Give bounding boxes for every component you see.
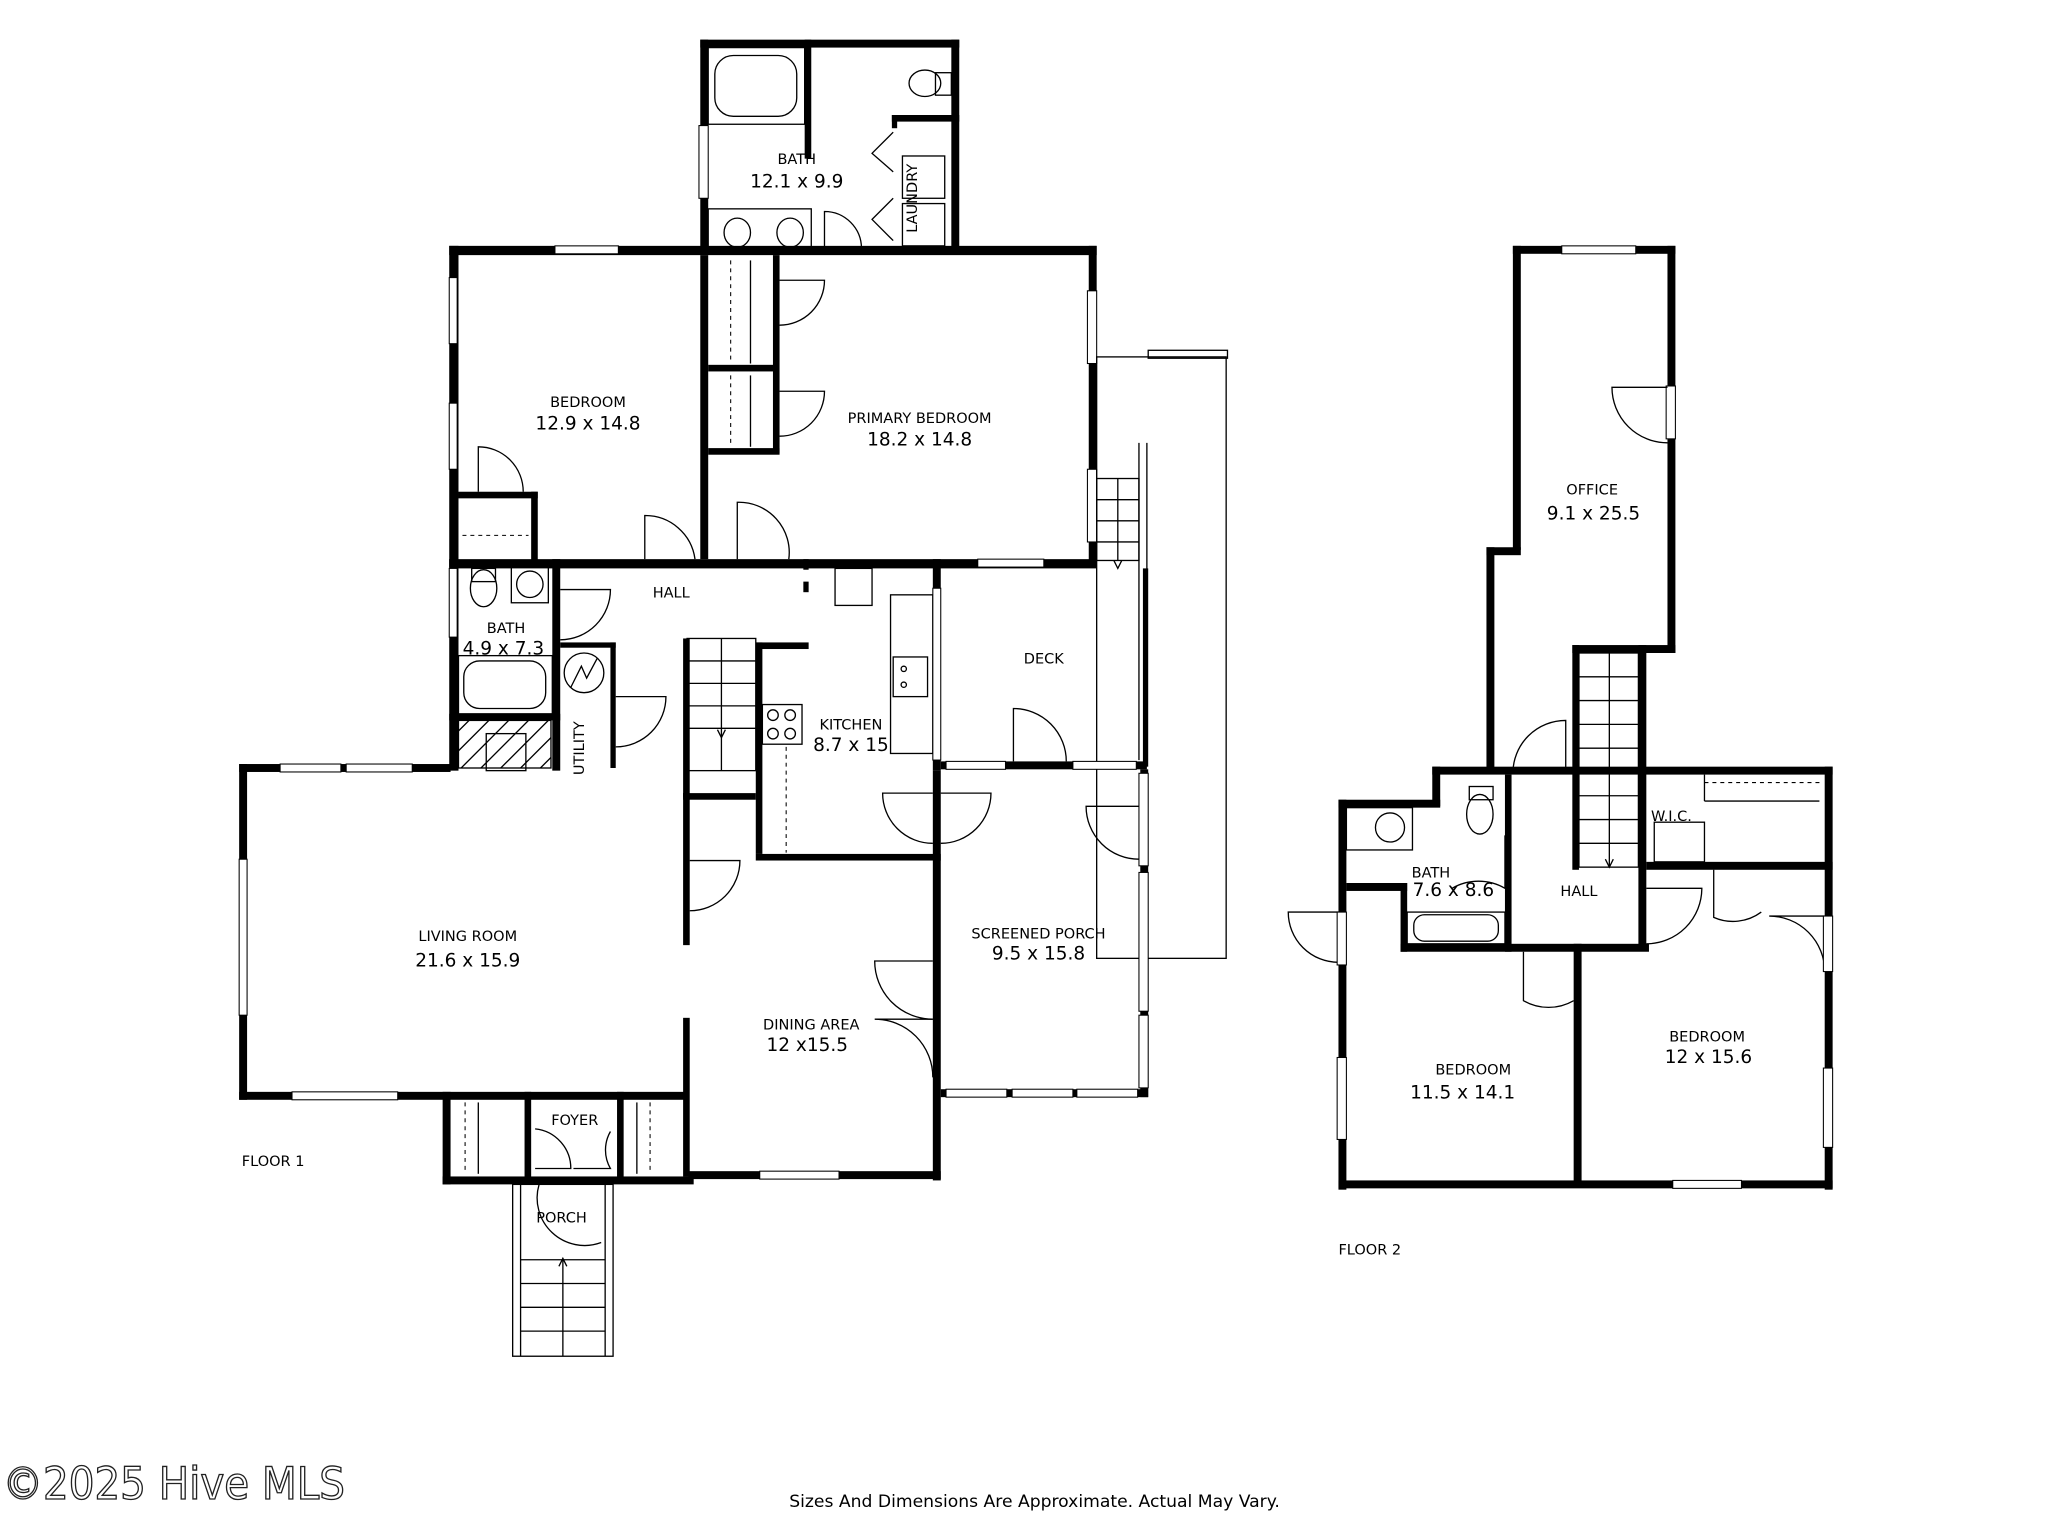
room-name-bedroom: BEDROOM — [550, 395, 626, 411]
room-name-primary-bedroom: PRIMARY BEDROOM — [848, 411, 992, 427]
floor-1-plan: BATH 12.1 x 9.9 LAUNDRY — [238, 39, 1229, 1357]
room-name-living-room: LIVING ROOM — [418, 929, 517, 945]
deck-exterior — [1096, 349, 1229, 960]
middle-row: HALL BATH 4.9 x 7.3 UTILITY KITCHEN 8.7 … — [448, 559, 1149, 854]
room-dims-office: 9.1 x 25.5 — [1547, 503, 1640, 524]
room-dims-dining-area: 12 x15.5 — [767, 1035, 849, 1056]
room-dims-primary-bedroom: 18.2 x 14.8 — [867, 429, 972, 450]
room-name-bath-primary: BATH — [777, 152, 816, 168]
room-dims-bath-f2: 7.6 x 8.6 — [1413, 880, 1495, 901]
room-name-bedroom-right: BEDROOM — [1669, 1030, 1745, 1046]
room-dims-bedroom-right: 12 x 15.6 — [1665, 1047, 1752, 1068]
room-dims-kitchen: 8.7 x 15 — [813, 735, 889, 756]
room-name-utility: UTILITY — [572, 721, 588, 775]
floor-2-plan: OFFICE 9.1 x 25.5 — [1287, 245, 1834, 1258]
room-name-bath-f2: BATH — [1412, 866, 1451, 882]
room-name-wic: W.I.C. — [1651, 809, 1692, 825]
room-name-hall-f2: HALL — [1560, 884, 1598, 900]
room-name-bedroom-left: BEDROOM — [1435, 1063, 1511, 1079]
room-name-kitchen: KITCHEN — [819, 718, 882, 734]
room-dims-screened-porch: 9.5 x 15.8 — [992, 944, 1085, 965]
room-name-laundry: LAUNDRY — [905, 164, 921, 233]
bedrooms-band: BEDROOM 12.9 x 14.8 PRIMARY BEDROOM 18.2… — [448, 245, 1098, 569]
room-dims-bedroom-left: 11.5 x 14.1 — [1410, 1082, 1515, 1103]
room-name-screened-porch: SCREENED PORCH — [971, 927, 1105, 943]
disclaimer-text: Sizes And Dimensions Are Approximate. Ac… — [789, 1492, 1280, 1512]
room-name-foyer: FOYER — [551, 1113, 598, 1129]
room-dims-bedroom: 12.9 x 14.8 — [535, 414, 640, 435]
room-dims-living-room: 21.6 x 15.9 — [415, 950, 520, 971]
room-name-hall: HALL — [653, 585, 691, 601]
room-dims-bath-primary: 12.1 x 9.9 — [750, 172, 843, 193]
lower-row: LIVING ROOM 21.6 x 15.9 DINING AREA 12 x… — [238, 763, 1149, 1181]
room-name-office: OFFICE — [1566, 482, 1618, 498]
room-name-deck: DECK — [1024, 652, 1064, 668]
primary-bath-block: BATH 12.1 x 9.9 LAUNDRY — [698, 39, 960, 252]
room-name-porch: PORCH — [536, 1211, 587, 1227]
copyright-watermark: ©2025 Hive MLS — [3, 1457, 345, 1510]
floor-2-label: FLOOR 2 — [1338, 1242, 1401, 1258]
floor-1-label: FLOOR 1 — [242, 1154, 305, 1170]
foyer-porch: FOYER PORCH — [442, 1091, 694, 1357]
room-name-bath-hall: BATH — [487, 621, 526, 637]
room-name-dining-area: DINING AREA — [763, 1018, 859, 1034]
room-dims-bath-hall: 4.9 x 7.3 — [463, 638, 545, 659]
